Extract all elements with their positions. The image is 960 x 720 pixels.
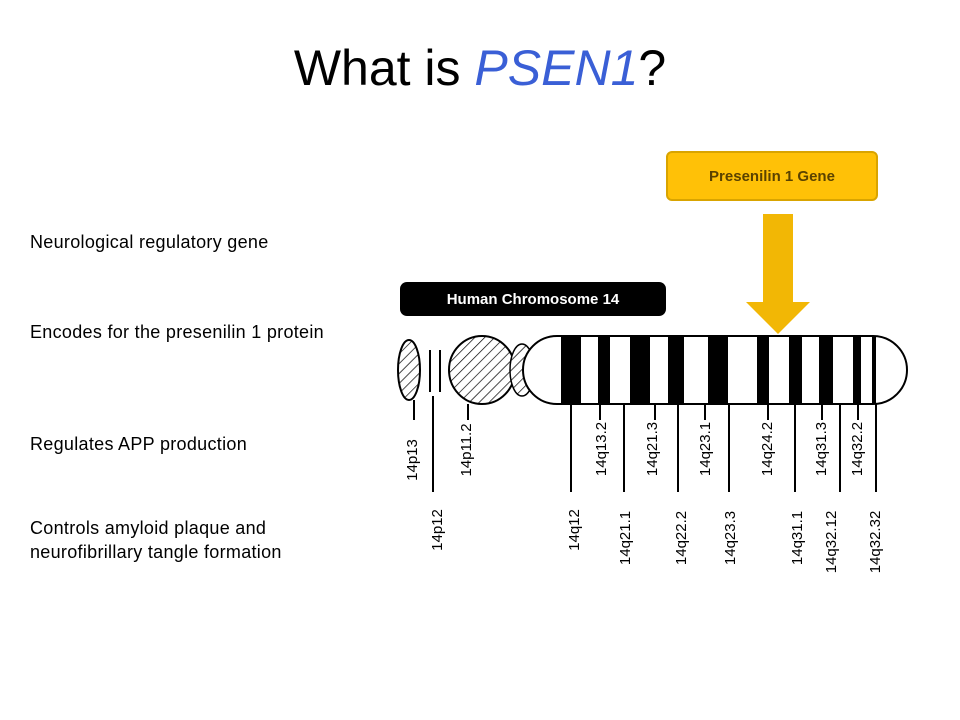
band-label-upper: 14q31.3 — [813, 422, 830, 476]
dark-band — [598, 336, 610, 404]
dark-band — [819, 336, 833, 404]
dark-band — [853, 336, 861, 404]
slide-title: What is PSEN1? — [0, 38, 960, 98]
band-label-upper: 14q23.1 — [697, 422, 714, 476]
dark-band — [561, 336, 581, 404]
p-arm-body — [448, 335, 516, 405]
title-gene-name: PSEN1 — [474, 40, 639, 96]
dark-band — [872, 336, 876, 404]
band-label-lower: 14q23.3 — [722, 511, 739, 565]
title-prefix: What is — [293, 40, 475, 96]
band-label-upper: 14p13 — [404, 439, 421, 481]
q-arm-bands — [561, 336, 876, 404]
bullet-item: Neurological regulatory gene — [30, 232, 269, 252]
bullet-item: Regulates APP production — [30, 434, 248, 454]
q-arm-outline — [522, 335, 908, 405]
band-leader-lines — [413, 396, 877, 492]
bullet-item: Encodes for the presenilin 1 protein — [30, 322, 324, 342]
dark-band — [757, 336, 769, 404]
band-label-lower: 14q21.1 — [617, 511, 634, 565]
band-label-upper: 14q21.3 — [644, 422, 661, 476]
band-label-upper: 14p11.2 — [458, 423, 475, 476]
chromosome-label: Human Chromosome 14 — [400, 282, 666, 316]
dark-band — [630, 336, 650, 404]
band-label-lower: 14q22.2 — [673, 511, 690, 565]
gene-arrow-shaft — [763, 214, 793, 306]
gene-arrow-head — [746, 302, 810, 334]
band-label-upper: 14q32.2 — [849, 422, 866, 476]
band-label-lower: 14q31.1 — [789, 511, 806, 565]
band-label-upper: 14q13.2 — [593, 422, 610, 476]
bullet-item: Controls amyloid plaque and neurofibrill… — [30, 518, 282, 562]
dark-band — [708, 336, 728, 404]
band-label-upper: 14q24.2 — [759, 422, 776, 476]
band-label-lower: 14q32.12 — [823, 511, 840, 574]
dark-band — [668, 336, 684, 404]
title-suffix: ? — [638, 40, 667, 96]
p-arm-satellite — [397, 339, 421, 401]
band-label-lower: 14p12 — [429, 509, 446, 551]
band-label-lower: 14q12 — [566, 509, 583, 551]
band-label-lower: 14q32.32 — [867, 511, 884, 574]
dark-band — [789, 336, 802, 404]
presenilin-gene-callout: Presenilin 1 Gene — [666, 151, 878, 201]
